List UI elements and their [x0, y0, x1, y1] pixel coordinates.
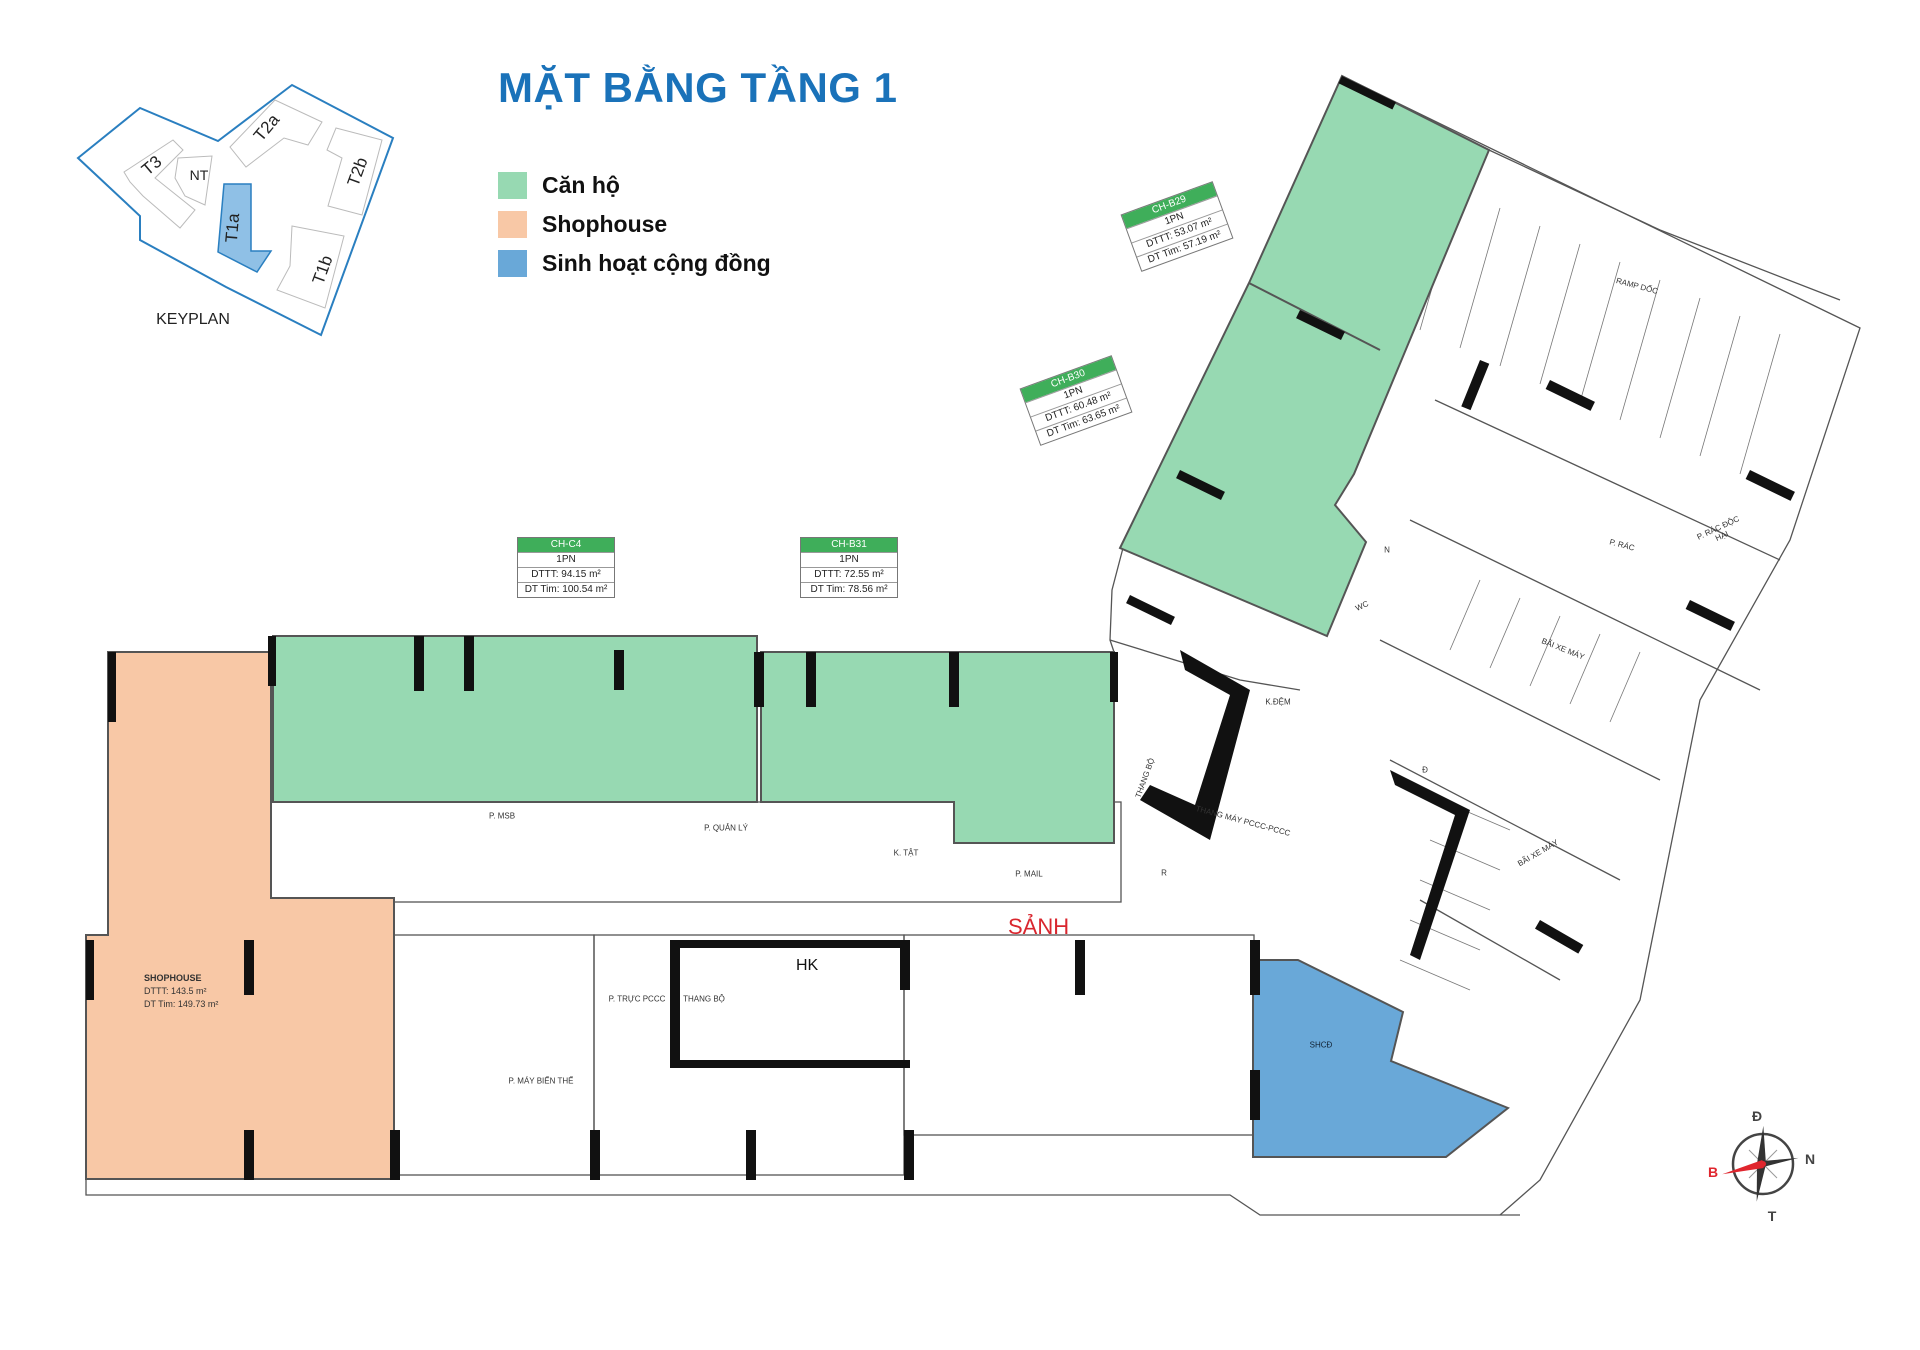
legend-label: Shophouse — [542, 211, 668, 237]
legend-swatch — [498, 172, 527, 199]
legend-label: Sinh hoạt cộng đồng — [542, 250, 771, 276]
room-shcd: SHCĐ — [1309, 1040, 1333, 1050]
unit-ch-b29-b30-zone — [1118, 74, 1491, 638]
legend-item-shophouse: Shophouse — [498, 205, 771, 244]
room-sanh: SẢNH — [1008, 914, 1070, 939]
compass-north-pointer — [1722, 1160, 1764, 1175]
shophouse-dttt: DTTT: 143.5 m² — [144, 986, 207, 996]
keyplan-block-nt: NT — [189, 167, 209, 183]
keyplan-label: KEYPLAN — [156, 311, 230, 328]
shophouse-dttim: DT Tim: 149.73 m² — [144, 999, 219, 1009]
shophouse-label: SHOPHOUSE DTTT: 143.5 m² DT Tim: 149.73 … — [144, 972, 218, 1011]
room-r: R — [1161, 868, 1167, 878]
unit-code: CH-C4 — [518, 538, 614, 552]
room-p-mail: P. MAIL — [1015, 869, 1043, 879]
keyplan-map — [76, 83, 395, 337]
parking-stalls — [1399, 189, 1781, 991]
compass-label-west: T — [1767, 1208, 1777, 1224]
room-d: Đ — [1422, 765, 1428, 775]
room-p-may-bien-the: P. MÁY BIẾN THẾ — [508, 1076, 574, 1086]
unit-dttim: DT Tim: 100.54 m² — [518, 582, 614, 597]
unit-type: 1PN — [518, 552, 614, 567]
compass-label-south: N — [1804, 1151, 1816, 1167]
compass-label-north: B — [1707, 1164, 1719, 1180]
room-p-quan-ly: P. QUẢN LÝ — [704, 823, 748, 833]
room-k-dem: K.ĐỆM — [1265, 697, 1291, 707]
unit-callout-ch-c4[interactable]: CH-C4 1PN DTTT: 94.15 m² DT Tim: 100.54 … — [517, 537, 615, 598]
unit-code: CH-B31 — [801, 538, 897, 552]
legend-item-shcd: Sinh hoạt cộng đồng — [498, 244, 771, 283]
structural-walls — [86, 75, 1795, 1180]
room-hk: HK — [796, 957, 819, 974]
legend: Căn hộ Shophouse Sinh hoạt cộng đồng — [498, 166, 771, 283]
unit-callout-ch-b31[interactable]: CH-B31 1PN DTTT: 72.55 m² DT Tim: 78.56 … — [800, 537, 898, 598]
legend-item-can-ho: Căn hộ — [498, 166, 771, 205]
compass-label-east: Đ — [1751, 1108, 1763, 1124]
keyplan-t1a-highlight — [217, 183, 273, 273]
room-thang-bo: THANG BỘ — [683, 994, 725, 1004]
legend-swatch — [498, 211, 527, 238]
page-title: MẶT BẰNG TẦNG 1 — [498, 64, 898, 111]
unit-dttt: DTTT: 72.55 m² — [801, 567, 897, 582]
unit-dttim: DT Tim: 78.56 m² — [801, 582, 897, 597]
room-p-truc-pccc: P. TRỰC PCCC — [608, 994, 666, 1004]
compass-icon — [1722, 1125, 1799, 1202]
unit-dttt: DTTT: 94.15 m² — [518, 567, 614, 582]
room-k-tat: K. TẬT — [893, 848, 919, 858]
legend-swatch — [498, 250, 527, 277]
room-n: N — [1384, 545, 1390, 555]
unit-type: 1PN — [801, 552, 897, 567]
shcd-zone — [1252, 959, 1510, 1158]
room-p-msb: P. MSB — [488, 811, 516, 821]
keyplan-block-t1a: T1a — [221, 212, 244, 244]
shophouse-name: SHOPHOUSE — [144, 973, 202, 983]
unit-ch-c4-zone — [272, 635, 758, 803]
legend-label: Căn hộ — [542, 172, 620, 198]
